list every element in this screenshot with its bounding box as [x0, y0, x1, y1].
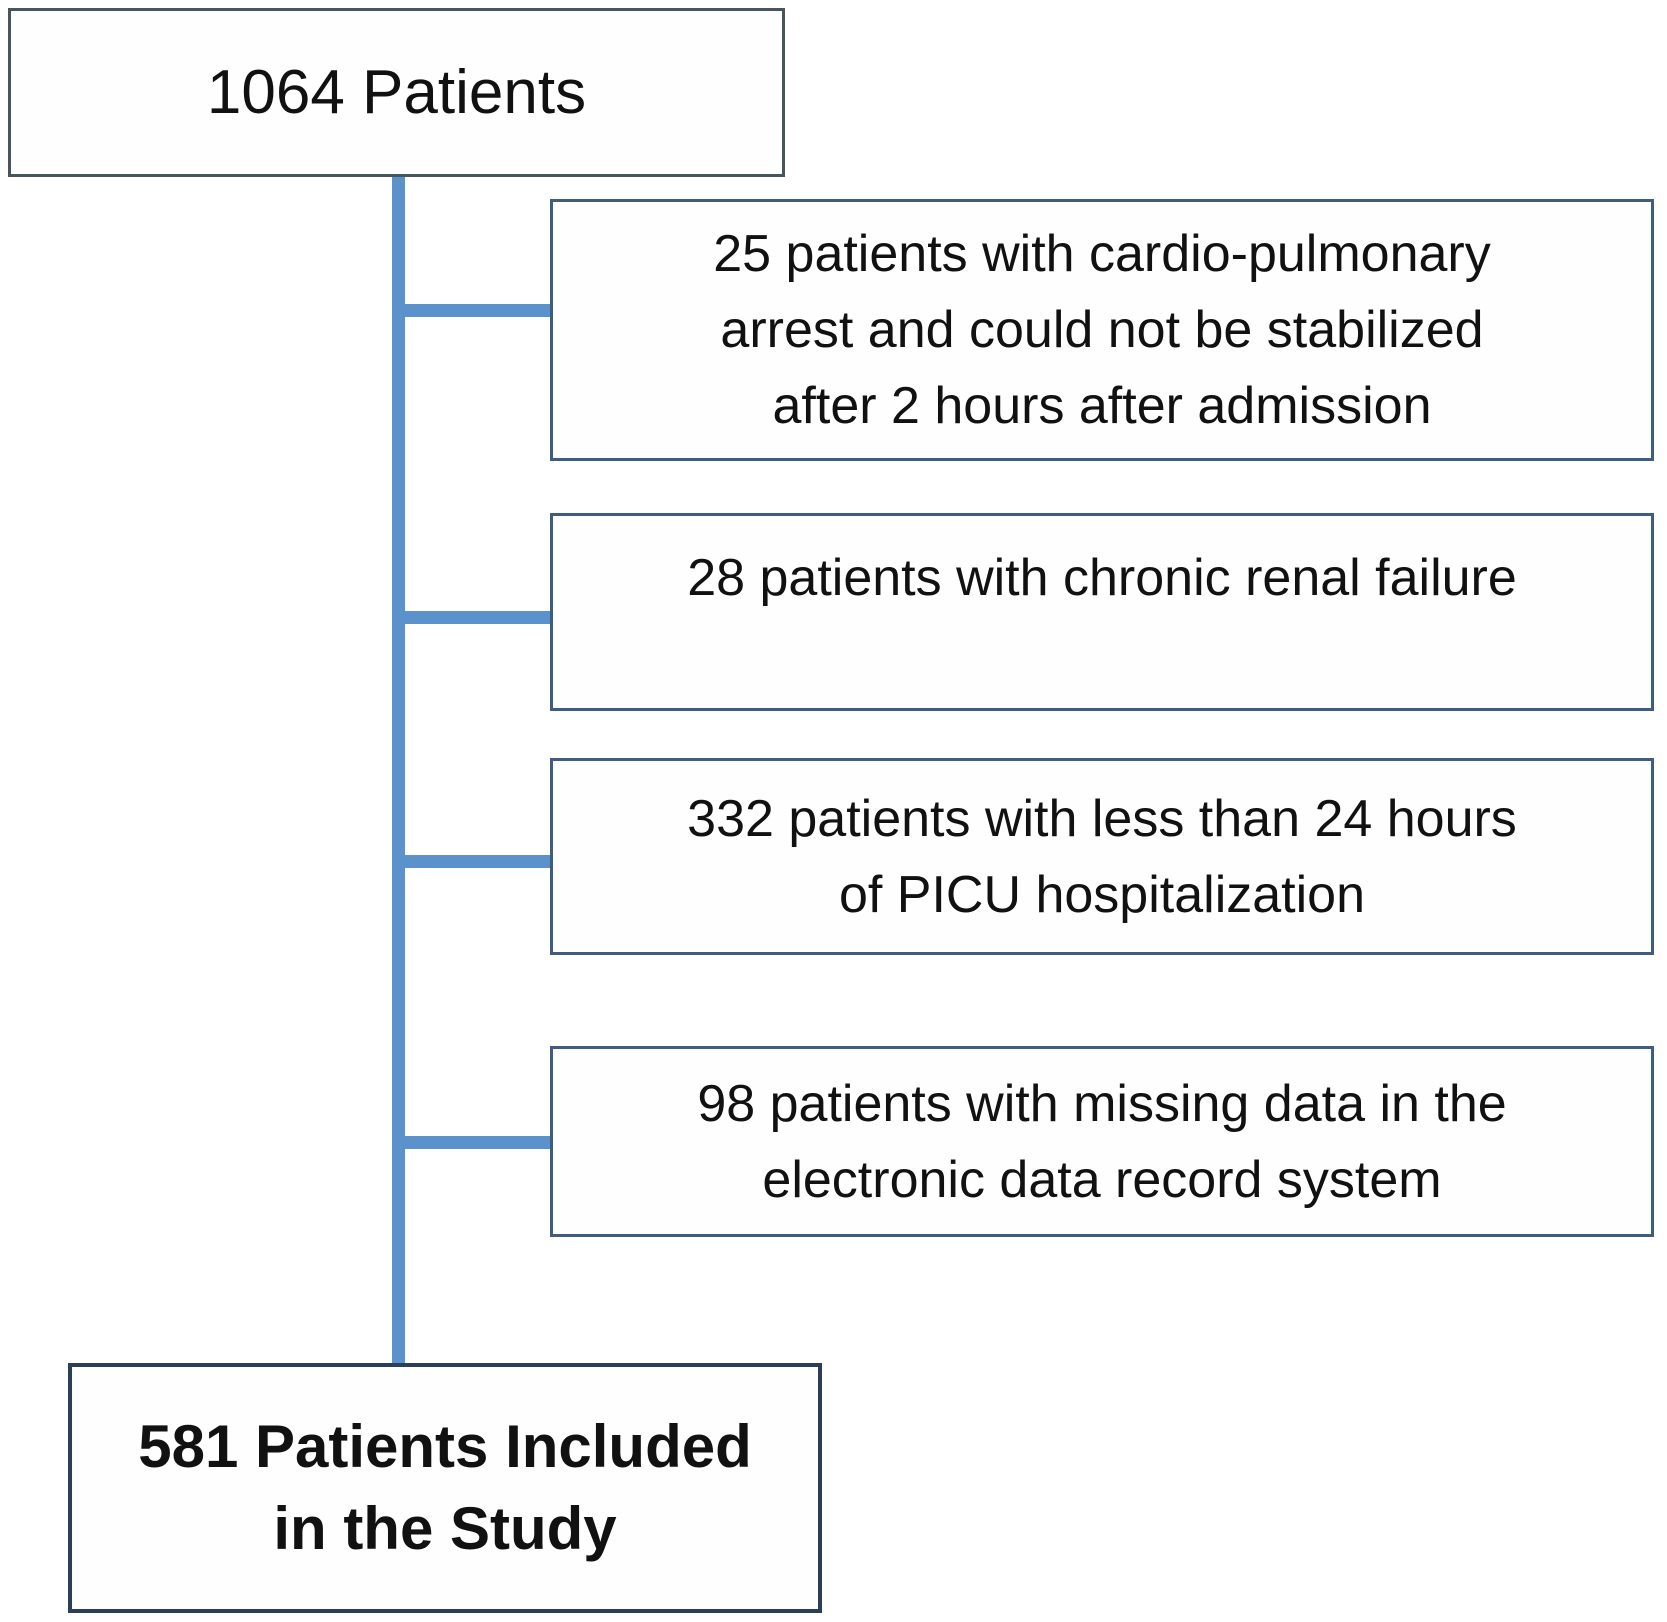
- exclusion-box-missing-data: 98 patients with missing data in the ele…: [550, 1046, 1654, 1237]
- included-patients-line-2: in the Study: [273, 1495, 617, 1562]
- branch-connector-exclusion-4: [392, 1136, 552, 1149]
- exclusion-4-line-1: 98 patients with missing data in the: [697, 1074, 1507, 1133]
- exclusion-2-line-1: 28 patients with chronic renal failure: [687, 549, 1517, 607]
- branch-connector-exclusion-3: [392, 855, 552, 868]
- exclusion-1-line-3: after 2 hours after admission: [772, 377, 1432, 435]
- exclusion-4-line-2: electronic data record system: [762, 1150, 1442, 1209]
- exclusion-3-line-1: 332 patients with less than 24 hours: [687, 789, 1517, 848]
- exclusion-3-line-2: of PICU hospitalization: [838, 865, 1366, 924]
- included-patients-line-1: 581 Patients Included: [138, 1413, 752, 1480]
- total-patients-label: 1064 Patients: [206, 58, 587, 127]
- exclusion-1-line-2: arrest and could not be stabilized: [720, 301, 1484, 359]
- exclusion-1-line-1: 25 patients with cardio-pulmonary: [713, 225, 1491, 283]
- exclusion-box-less-than-24h-picu: 332 patients with less than 24 hours of …: [550, 758, 1654, 955]
- branch-connector-exclusion-1: [392, 304, 552, 317]
- branch-connector-exclusion-2: [392, 611, 552, 624]
- included-patients-box: 581 Patients Included in the Study: [68, 1363, 822, 1613]
- main-vertical-connector: [392, 177, 405, 1364]
- exclusion-box-cardiopulmonary-arrest: 25 patients with cardio-pulmonary arrest…: [550, 199, 1654, 461]
- exclusion-box-chronic-renal-failure: 28 patients with chronic renal failure: [550, 513, 1654, 711]
- total-patients-box: 1064 Patients: [8, 8, 785, 177]
